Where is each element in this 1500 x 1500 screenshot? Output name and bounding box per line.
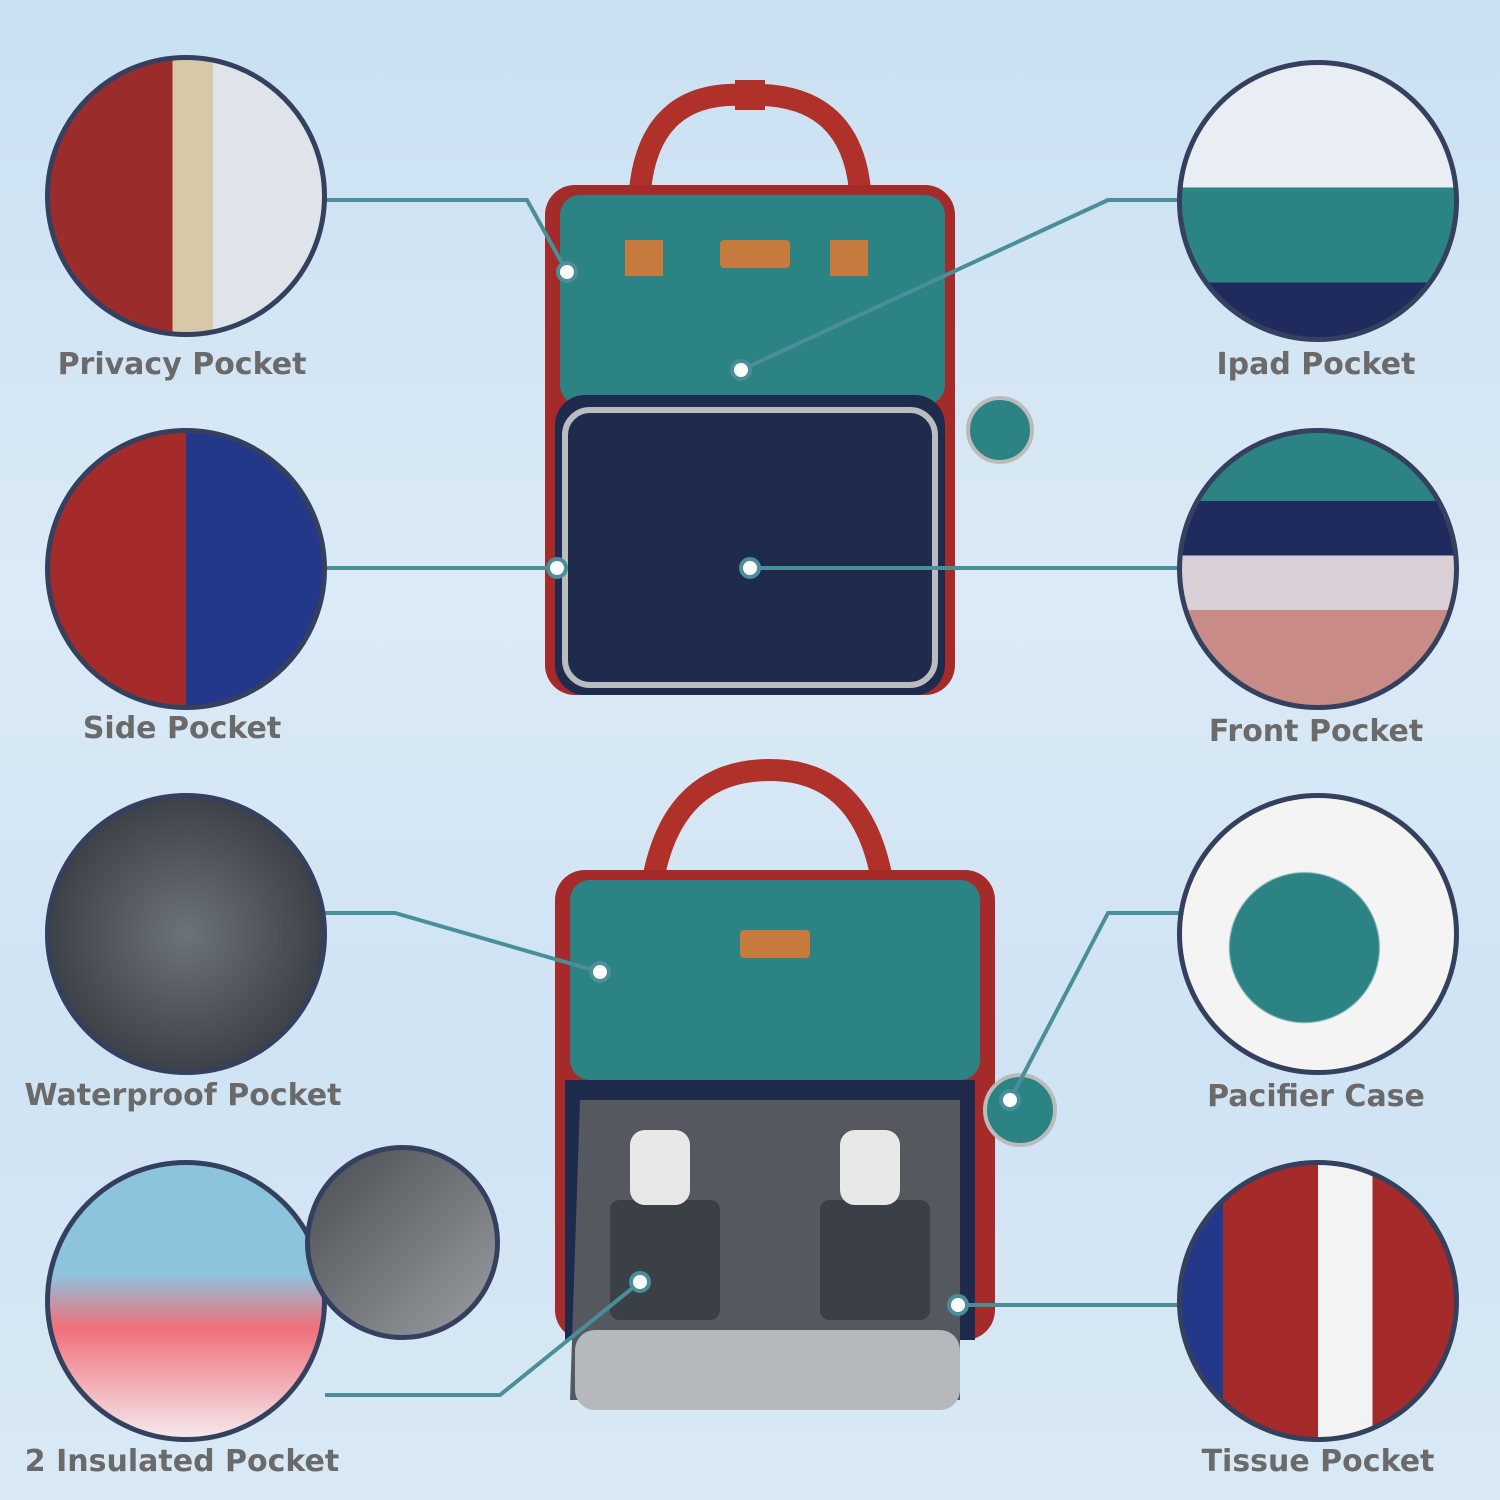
label-front-pocket: Front Pocket [1208, 714, 1424, 749]
leader-lines [325, 198, 1180, 1397]
label-waterproof-pocket: Waterproof Pocket [24, 1078, 342, 1113]
waterproof-pocket-detail [45, 793, 327, 1075]
label-insulated-pocket: 2 Insulated Pocket [24, 1444, 340, 1479]
front-pocket-detail [1177, 428, 1459, 710]
pacifier-case-detail [1177, 793, 1459, 1075]
label-side-pocket: Side Pocket [82, 711, 282, 746]
label-privacy-pocket: Privacy Pocket [57, 347, 307, 382]
tissue-pocket-detail [1177, 1160, 1459, 1442]
backpack-open [555, 758, 1057, 1410]
label-pacifier-case: Pacifier Case [1207, 1079, 1425, 1114]
backpack-closed [545, 80, 1034, 695]
label-tissue-pocket: Tissue Pocket [1201, 1444, 1435, 1479]
insulated-lining-detail [305, 1145, 500, 1340]
insulated-pocket-detail [45, 1160, 327, 1442]
callout-dots [546, 261, 1021, 1316]
ipad-pocket-detail [1177, 60, 1459, 342]
side-pocket-detail [45, 428, 327, 710]
label-ipad-pocket: Ipad Pocket [1216, 347, 1416, 382]
privacy-pocket-detail [45, 55, 327, 337]
